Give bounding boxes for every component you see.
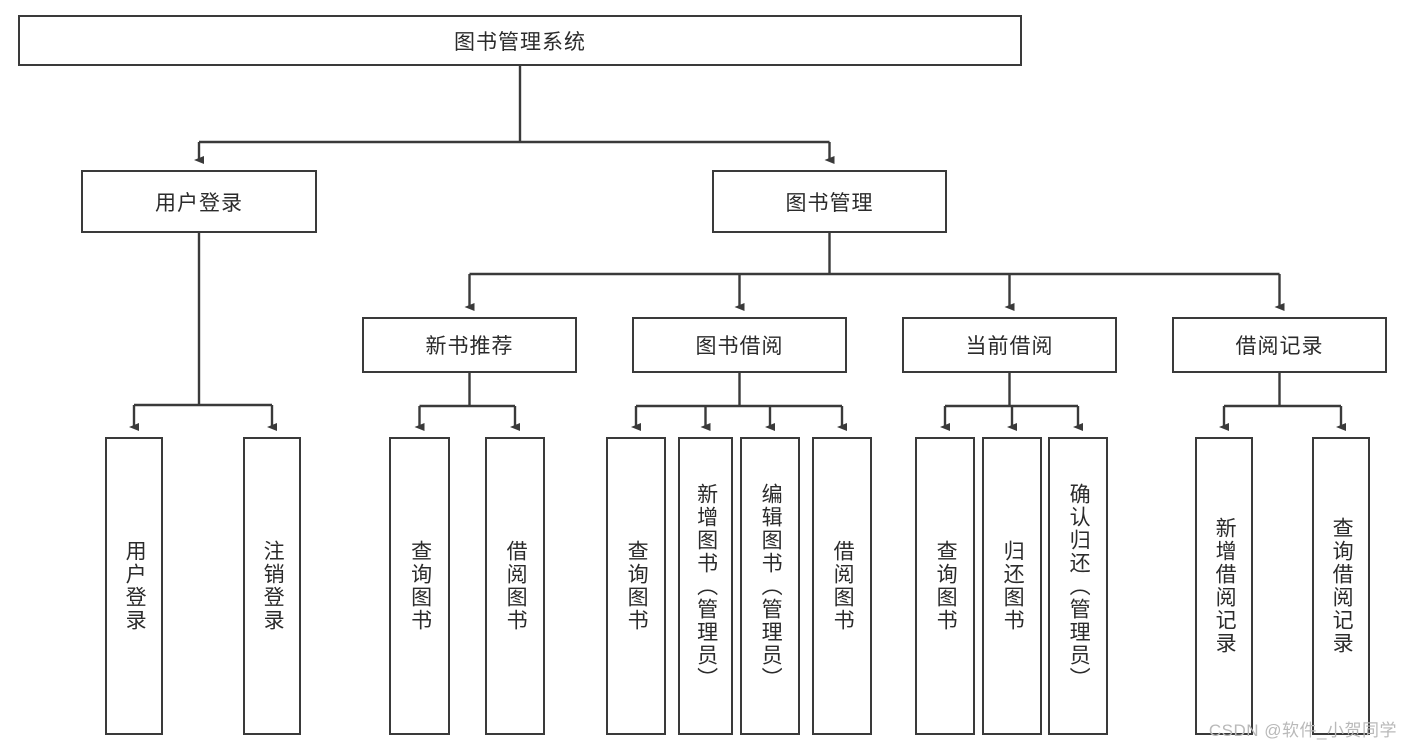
node-leaf-8-label: 查询图书 — [934, 540, 958, 632]
node-leaf-4[interactable]: 查询图书 — [606, 437, 666, 735]
node-root-system-label: 图书管理系统 — [454, 30, 586, 54]
node-leaf-0-label: 用户登录 — [123, 540, 147, 632]
node-leaf-11-label: 新增借阅记录 — [1213, 517, 1237, 655]
node-leaf-7[interactable]: 借阅图书 — [812, 437, 872, 735]
node-leaf-6-label: 编辑图书（管理员） — [759, 482, 783, 690]
node-leaf-2[interactable]: 查询图书 — [389, 437, 450, 735]
node-level3-0-label: 新书推荐 — [425, 335, 514, 358]
node-leaf-8[interactable]: 查询图书 — [915, 437, 975, 735]
node-level2-1[interactable]: 图书管理 — [712, 170, 947, 233]
node-leaf-2-label: 查询图书 — [408, 540, 432, 632]
node-leaf-9-label: 归还图书 — [1001, 540, 1025, 632]
node-leaf-5[interactable]: 新增图书（管理员） — [678, 437, 733, 735]
watermark: CSDN @软件_小贺同学 — [1208, 721, 1397, 740]
node-level2-1-label: 图书管理 — [785, 191, 874, 215]
node-level3-0[interactable]: 新书推荐 — [362, 317, 577, 373]
node-level3-2[interactable]: 当前借阅 — [902, 317, 1117, 373]
node-level3-2-label: 当前借阅 — [965, 335, 1054, 358]
node-root-system[interactable]: 图书管理系统 — [18, 15, 1022, 66]
node-leaf-1[interactable]: 注销登录 — [243, 437, 301, 735]
node-leaf-12[interactable]: 查询借阅记录 — [1312, 437, 1370, 735]
node-leaf-5-label: 新增图书（管理员） — [694, 482, 718, 690]
node-leaf-1-label: 注销登录 — [261, 540, 285, 632]
node-leaf-10[interactable]: 确认归还（管理员） — [1048, 437, 1108, 735]
node-level3-1[interactable]: 图书借阅 — [632, 317, 847, 373]
node-leaf-4-label: 查询图书 — [625, 540, 649, 632]
node-leaf-10-label: 确认归还（管理员） — [1067, 482, 1091, 690]
node-level3-3-label: 借阅记录 — [1235, 335, 1324, 358]
node-leaf-3-label: 借阅图书 — [504, 540, 528, 632]
node-leaf-11[interactable]: 新增借阅记录 — [1195, 437, 1253, 735]
node-leaf-7-label: 借阅图书 — [831, 540, 855, 632]
node-level2-0[interactable]: 用户登录 — [81, 170, 317, 233]
node-leaf-0[interactable]: 用户登录 — [105, 437, 163, 735]
node-leaf-12-label: 查询借阅记录 — [1330, 517, 1354, 655]
node-leaf-6[interactable]: 编辑图书（管理员） — [740, 437, 800, 735]
node-level3-3[interactable]: 借阅记录 — [1172, 317, 1387, 373]
node-leaf-3[interactable]: 借阅图书 — [485, 437, 545, 735]
node-level3-1-label: 图书借阅 — [695, 335, 784, 358]
node-leaf-9[interactable]: 归还图书 — [982, 437, 1042, 735]
node-level2-0-label: 用户登录 — [155, 191, 243, 215]
